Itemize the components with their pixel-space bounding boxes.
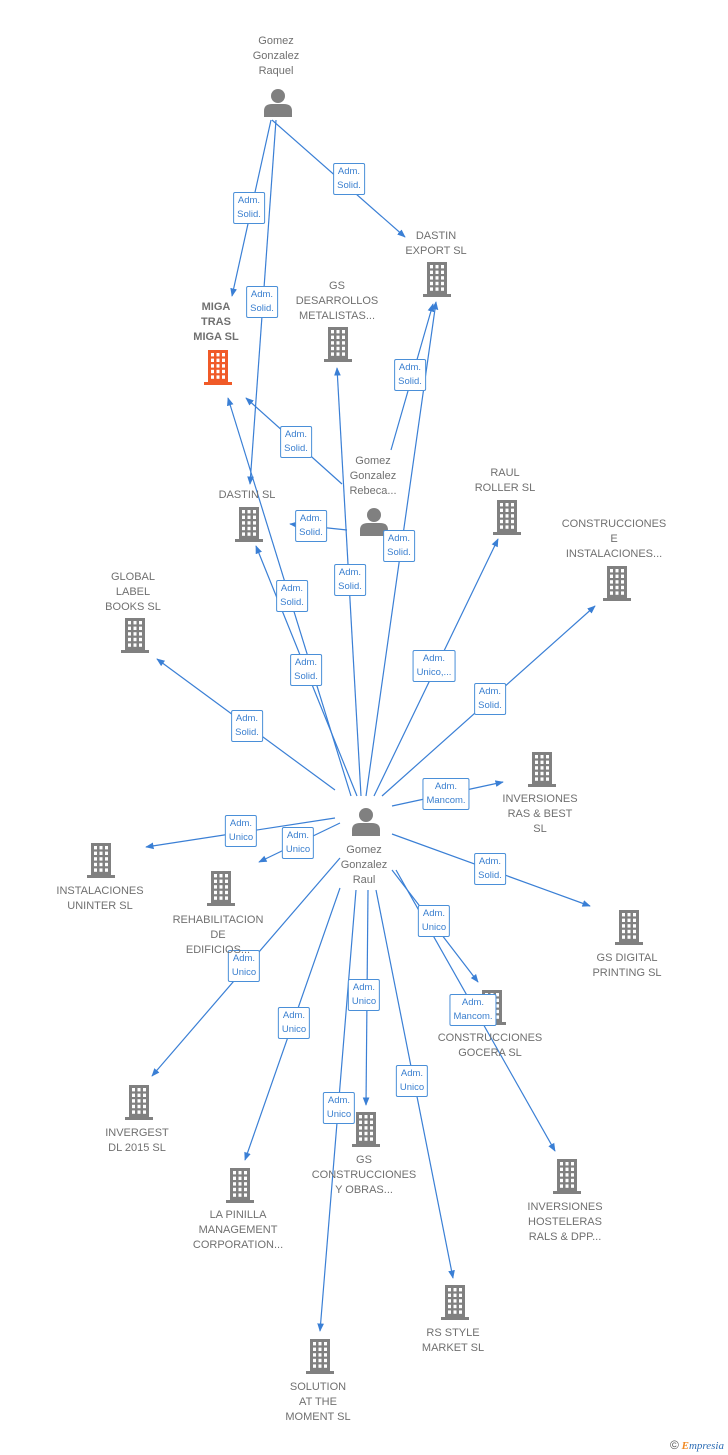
building-icon[interactable] xyxy=(528,752,556,787)
node-label-gs-construcciones-obras[interactable]: GS CONSTRUCCIONES Y OBRAS... xyxy=(311,1154,417,1196)
edge-label-gomez-gonzalez-raul-to-construcciones-instalaciones[interactable]: Adm. Solid. xyxy=(474,683,506,715)
edge-label-gomez-gonzalez-raul-to-dastin-export[interactable]: Adm. Solid. xyxy=(383,530,415,562)
node-label-invergest-2015[interactable]: INVERGEST DL 2015 SL xyxy=(105,1127,169,1154)
edge-label-gomez-gonzalez-raul-to-construcciones-gocera[interactable]: Adm. Unico xyxy=(417,905,451,937)
building-icon[interactable] xyxy=(324,327,352,362)
building-icon[interactable] xyxy=(615,910,643,945)
building-icon[interactable] xyxy=(603,566,631,601)
node-label-construcciones-instalaciones[interactable]: CONSTRUCCIONES E INSTALACIONES... xyxy=(561,518,667,560)
node-label-rehabilitacion-edificios[interactable]: REHABILITACION DE EDIFICIOS... xyxy=(172,914,264,956)
edge-label-gomez-gonzalez-raquel-to-dastin[interactable]: Adm. Solid. xyxy=(246,286,278,318)
edge-label-gomez-gonzalez-raquel-to-miga-tras-miga[interactable]: Adm. Solid. xyxy=(233,192,265,224)
edge-label-gomez-gonzalez-raul-to-miga-tras-miga[interactable]: Adm. Solid. xyxy=(276,580,308,612)
building-icon[interactable] xyxy=(553,1159,581,1194)
node-label-instalaciones-uninter[interactable]: INSTALACIONES UNINTER SL xyxy=(56,885,144,912)
node-label-miga-tras-miga[interactable]: MIGA TRAS MIGA SL xyxy=(193,301,239,343)
edge-label-gomez-gonzalez-raul-to-invergest-2015[interactable]: Adm. Unico xyxy=(227,950,261,982)
node-label-dastin-export[interactable]: DASTIN EXPORT SL xyxy=(405,230,467,257)
node-label-solution-at-the-moment[interactable]: SOLUTION AT THE MOMENT SL xyxy=(285,1381,351,1423)
edge-label-gomez-gonzalez-raul-to-la-pinilla[interactable]: Adm. Unico xyxy=(277,1007,311,1039)
node-label-inversiones-ras-best[interactable]: INVERSIONES RAS & BEST SL xyxy=(502,793,578,835)
node-label-dastin[interactable]: DASTIN SL xyxy=(218,489,276,501)
building-icon[interactable] xyxy=(125,1085,153,1120)
person-icon[interactable] xyxy=(352,808,380,836)
building-icon[interactable] xyxy=(204,350,232,385)
node-label-global-label-books[interactable]: GLOBAL LABEL BOOKS SL xyxy=(105,571,161,613)
edge-label-gomez-gonzalez-raul-to-rehabilitacion-edificios[interactable]: Adm. Unico xyxy=(281,827,315,859)
edge-label-gomez-gonzalez-raul-to-raul-roller[interactable]: Adm. Unico,... xyxy=(412,650,456,682)
node-label-construcciones-gocera[interactable]: CONSTRUCCIONES GOCERA SL xyxy=(437,1032,543,1059)
edge-label-gomez-gonzalez-raul-to-gs-desarrollos[interactable]: Adm. Solid. xyxy=(334,564,366,596)
edge-label-gomez-gonzalez-raul-to-dastin[interactable]: Adm. Solid. xyxy=(290,654,322,686)
node-label-gomez-gonzalez-raquel[interactable]: Gomez Gonzalez Raquel xyxy=(252,35,300,77)
edge-label-gomez-gonzalez-raul-to-global-label-books[interactable]: Adm. Solid. xyxy=(231,710,263,742)
node-label-gomez-gonzalez-raul[interactable]: Gomez Gonzalez Raul xyxy=(340,844,388,886)
copyright-symbol: © xyxy=(670,1438,679,1452)
edge-label-gomez-gonzalez-rebeca-to-dastin[interactable]: Adm. Solid. xyxy=(295,510,327,542)
edge-label-gomez-gonzalez-rebeca-to-dastin-export[interactable]: Adm. Solid. xyxy=(394,359,426,391)
edge-label-gomez-gonzalez-raquel-to-dastin-export[interactable]: Adm. Solid. xyxy=(333,163,365,195)
building-icon[interactable] xyxy=(235,507,263,542)
edge-label-gomez-gonzalez-raul-to-inversiones-hosteleras[interactable]: Adm. Mancom. xyxy=(449,994,497,1026)
edge-label-gomez-gonzalez-raul-to-inversiones-ras-best[interactable]: Adm. Mancom. xyxy=(422,778,470,810)
node-label-rs-style-market[interactable]: RS STYLE MARKET SL xyxy=(421,1327,485,1354)
building-icon[interactable] xyxy=(121,618,149,653)
edge-label-gomez-gonzalez-raul-to-gs-construcciones-obras[interactable]: Adm. Unico xyxy=(347,979,381,1011)
edge-label-gomez-gonzalez-raul-to-instalaciones-uninter[interactable]: Adm. Unico xyxy=(224,815,258,847)
brand-logo: Empresia xyxy=(681,1440,724,1452)
node-label-la-pinilla[interactable]: LA PINILLA MANAGEMENT CORPORATION... xyxy=(192,1209,284,1251)
node-label-raul-roller[interactable]: RAUL ROLLER SL xyxy=(474,467,536,494)
building-icon[interactable] xyxy=(207,871,235,906)
building-icon[interactable] xyxy=(226,1168,254,1203)
node-label-inversiones-hosteleras[interactable]: INVERSIONES HOSTELERAS RALS & DPP... xyxy=(527,1201,603,1243)
node-label-gs-desarrollos[interactable]: GS DESARROLLOS METALISTAS... xyxy=(295,280,379,322)
building-icon[interactable] xyxy=(87,843,115,878)
building-icon[interactable] xyxy=(306,1339,334,1374)
edge-label-gomez-gonzalez-raul-to-rs-style-market[interactable]: Adm. Unico xyxy=(395,1065,429,1097)
icons-layer xyxy=(87,89,643,1374)
building-icon[interactable] xyxy=(493,500,521,535)
node-label-gs-digital-printing[interactable]: GS DIGITAL PRINTING SL xyxy=(592,952,662,979)
person-icon[interactable] xyxy=(264,89,292,117)
node-label-gomez-gonzalez-rebeca[interactable]: Gomez Gonzalez Rebeca... xyxy=(349,455,397,497)
footer-brand: © Empresia xyxy=(670,1438,724,1452)
edge-label-gomez-gonzalez-raul-to-gs-digital-printing[interactable]: Adm. Solid. xyxy=(474,853,506,885)
person-icon[interactable] xyxy=(360,508,388,536)
building-icon[interactable] xyxy=(352,1112,380,1147)
building-icon[interactable] xyxy=(441,1285,469,1320)
edge-label-gomez-gonzalez-rebeca-to-miga-tras-miga[interactable]: Adm. Solid. xyxy=(280,426,312,458)
edge-label-gomez-gonzalez-raul-to-solution-at-the-moment[interactable]: Adm. Unico xyxy=(322,1092,356,1124)
building-icon[interactable] xyxy=(423,262,451,297)
